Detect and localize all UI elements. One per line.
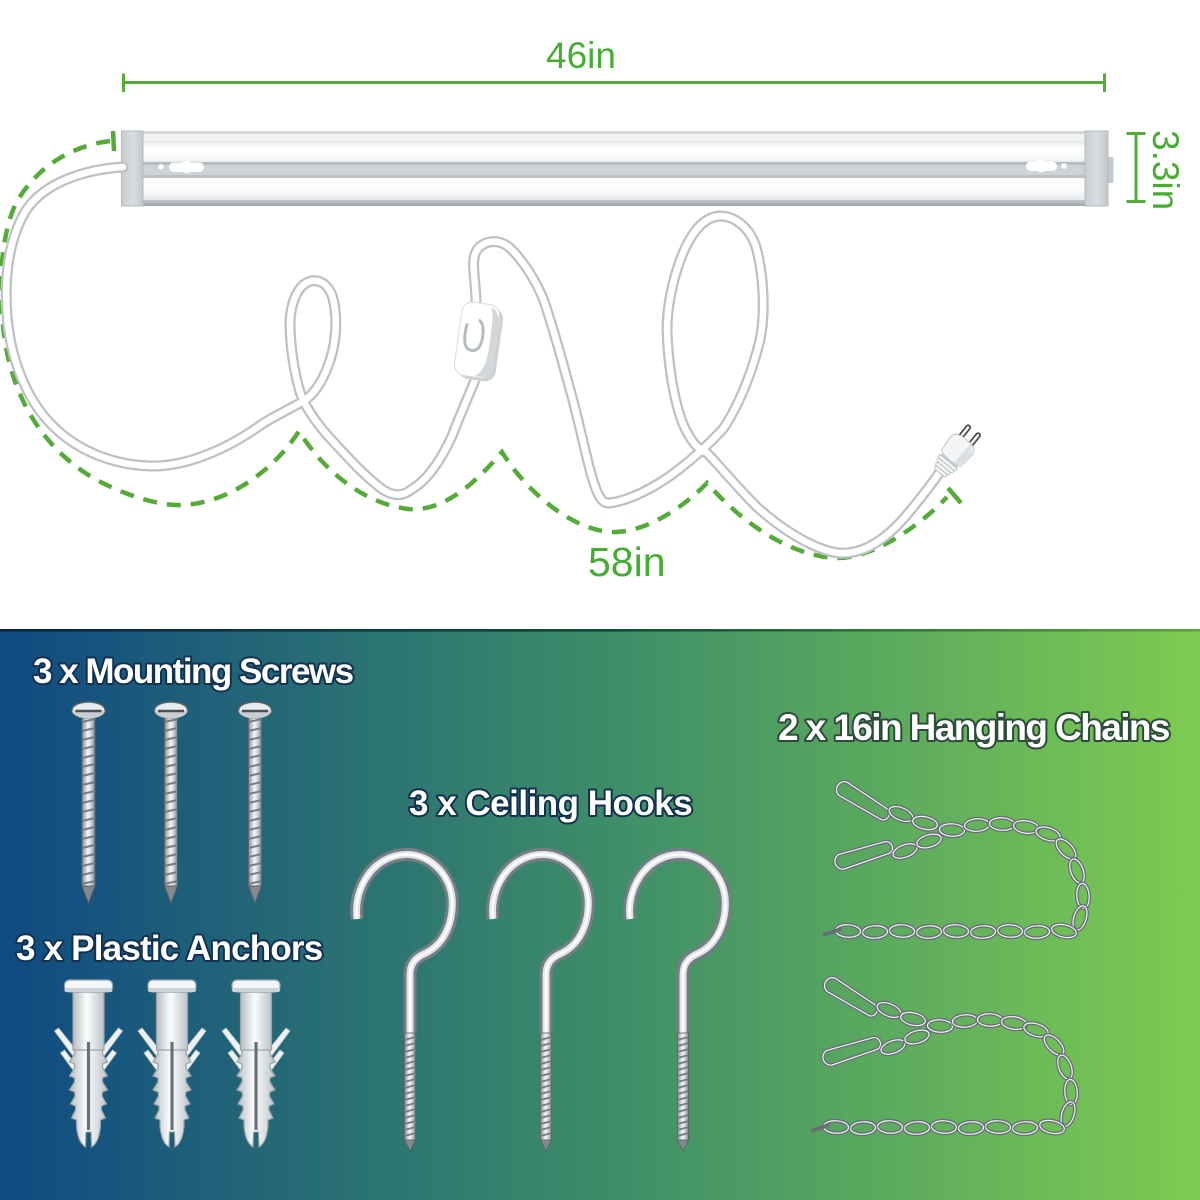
svg-text:3.3in: 3.3in <box>1145 130 1186 210</box>
svg-text:3 x Ceiling Hooks: 3 x Ceiling Hooks <box>409 784 692 823</box>
svg-text:46in: 46in <box>546 35 616 76</box>
svg-text:3 x Plastic Anchors: 3 x Plastic Anchors <box>16 929 323 968</box>
svg-text:58in: 58in <box>588 539 666 585</box>
svg-text:2 x 16in Hanging Chains: 2 x 16in Hanging Chains <box>778 707 1170 748</box>
svg-text:3 x Mounting Screws: 3 x Mounting Screws <box>33 652 354 691</box>
